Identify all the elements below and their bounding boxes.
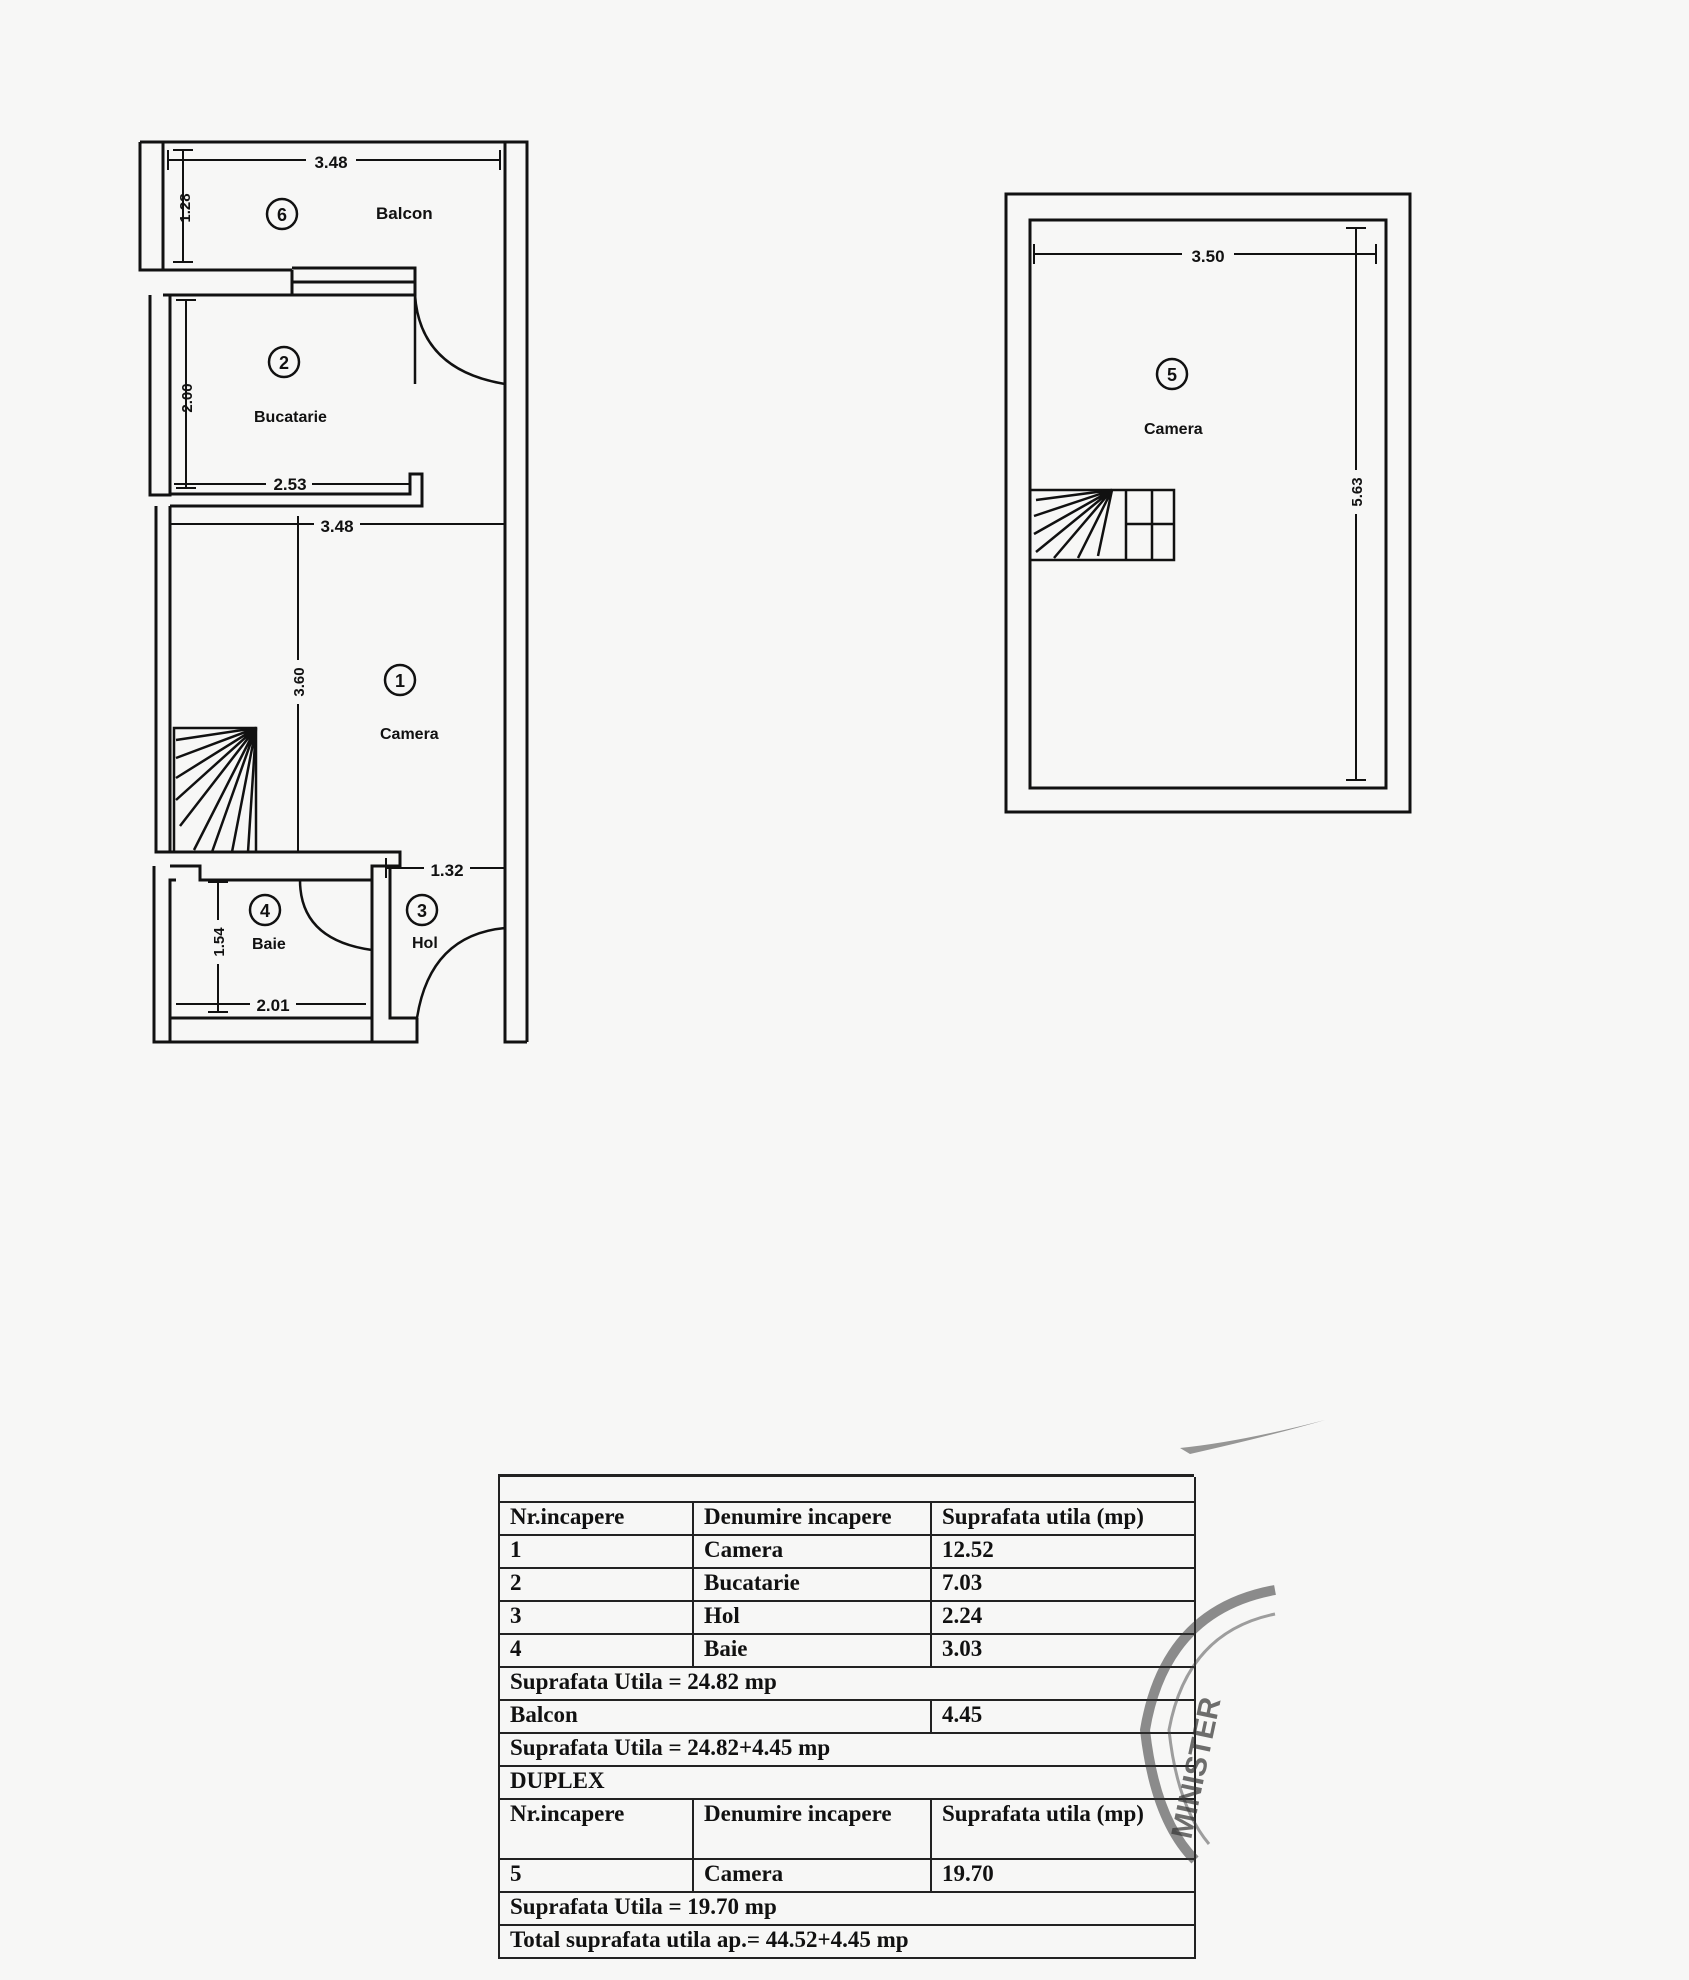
cell-nr: 2 bbox=[498, 1567, 694, 1602]
wall-bucatarie-camera bbox=[170, 472, 424, 508]
room-name-balcon: Balcon bbox=[376, 204, 433, 223]
dim-camera-width: 3.48 bbox=[320, 517, 353, 536]
stairs-ground bbox=[172, 726, 258, 854]
room-number-5: 5 bbox=[1167, 365, 1177, 385]
dim-hol-width: 1.32 bbox=[430, 861, 463, 880]
cell-nr: 3 bbox=[498, 1600, 694, 1635]
cell-denumire: Hol bbox=[692, 1600, 932, 1635]
table-duplex-label-row: DUPLEX bbox=[497, 1765, 1197, 1800]
duplex-room-labels: 5 Camera bbox=[1144, 357, 1203, 438]
room-number-6: 6 bbox=[277, 205, 287, 225]
table-spacer-row bbox=[497, 1477, 1197, 1503]
table-header-row: Nr.incapere Denumire incapere Suprafata … bbox=[498, 1501, 1197, 1536]
table-row: 1 Camera 12.52 bbox=[498, 1534, 1197, 1569]
dim-camera-depth: 3.60 bbox=[291, 667, 308, 696]
table-row: 2 Bucatarie 7.03 bbox=[498, 1567, 1197, 1602]
room-number-2: 2 bbox=[279, 353, 289, 373]
room-name-camera-duplex: Camera bbox=[1144, 421, 1203, 438]
dim-baie-width: 2.01 bbox=[256, 996, 289, 1015]
cell-suprafata: 12.52 bbox=[929, 1534, 1197, 1569]
grand-total: Total suprafata utila ap.= 44.52+4.45 mp bbox=[497, 1924, 1197, 1959]
header-denumire: Denumire incapere bbox=[692, 1798, 932, 1860]
ground-room-labels: 6 Balcon 2 Bucatarie 1 Camera 4 Baie 3 H… bbox=[248, 197, 439, 953]
balcon-label: Balcon bbox=[498, 1699, 932, 1734]
table-total-row: Suprafata Utila = 19.70 mp bbox=[497, 1891, 1197, 1926]
area-table: Nr.incapere Denumire incapere Suprafata … bbox=[497, 1474, 1197, 1959]
room-number-1: 1 bbox=[395, 671, 405, 691]
cell-denumire: Baie bbox=[692, 1633, 932, 1668]
table-total-row: Suprafata Utila = 24.82 mp bbox=[497, 1666, 1197, 1701]
ground-floor-plan bbox=[138, 140, 529, 1044]
ground-dimension-labels: 3.48 1.28 2.00 2.53 3.48 3.60 1.32 1.54 … bbox=[177, 150, 470, 1015]
dim-bucatarie-width: 2.53 bbox=[273, 475, 306, 494]
header-denumire: Denumire incapere bbox=[692, 1501, 932, 1536]
cell-suprafata: 3.03 bbox=[929, 1633, 1197, 1668]
table-row: 3 Hol 2.24 bbox=[498, 1600, 1197, 1635]
header-nr-incapere: Nr.incapere bbox=[498, 1798, 694, 1860]
wall-camera-baie bbox=[170, 850, 402, 882]
header-suprafata: Suprafata utila (mp) bbox=[929, 1501, 1197, 1536]
room-name-baie: Baie bbox=[252, 936, 286, 953]
duplex-dimensions bbox=[1033, 227, 1377, 781]
wall-bucatarie-left bbox=[148, 295, 172, 497]
cell-denumire: Camera bbox=[692, 1534, 932, 1569]
room-number-3: 3 bbox=[417, 901, 427, 921]
table-row: 4 Baie 3.03 bbox=[498, 1633, 1197, 1668]
wall-baie-bottom bbox=[154, 1016, 419, 1044]
ground-total-with-balcon: Suprafata Utila = 24.82+4.45 mp bbox=[497, 1732, 1197, 1767]
cell-nr: 4 bbox=[498, 1633, 694, 1668]
dim-baie-depth: 1.54 bbox=[211, 927, 228, 957]
table-grand-total-row: Total suprafata utila ap.= 44.52+4.45 mp bbox=[497, 1924, 1197, 1959]
official-stamp: MINISTER bbox=[1139, 1585, 1276, 1864]
duplex-floor-plan bbox=[1004, 192, 1412, 814]
header-nr-incapere: Nr.incapere bbox=[498, 1501, 694, 1536]
dim-bucatarie-depth: 2.00 bbox=[179, 383, 196, 412]
dim-balcon-depth: 1.28 bbox=[177, 193, 194, 222]
wall-baie-left bbox=[152, 866, 176, 1044]
balcon-value: 4.45 bbox=[929, 1699, 1197, 1734]
area-table-grid: Nr.incapere Denumire incapere Suprafata … bbox=[497, 1477, 1197, 1959]
duplex-label: DUPLEX bbox=[497, 1765, 1197, 1800]
table-row: 5 Camera 19.70 bbox=[498, 1858, 1197, 1893]
cell-nr: 5 bbox=[498, 1858, 694, 1893]
wall-balcon-bucatarie bbox=[163, 268, 294, 297]
room-number-4: 4 bbox=[260, 901, 270, 921]
cell-suprafata: 19.70 bbox=[929, 1858, 1197, 1893]
wall-baie-hol bbox=[370, 866, 417, 1020]
cell-nr: 1 bbox=[498, 1534, 694, 1569]
door-hol bbox=[415, 926, 506, 1019]
cell-suprafata: 7.03 bbox=[929, 1567, 1197, 1602]
door-bucatarie bbox=[413, 294, 506, 386]
room-name-camera: Camera bbox=[380, 726, 439, 743]
table-header-row: Nr.incapere Denumire incapere Suprafata … bbox=[498, 1798, 1197, 1860]
wall-outline bbox=[140, 140, 529, 1042]
wall-camera-left bbox=[154, 506, 172, 854]
door-baie bbox=[298, 879, 373, 952]
header-suprafata: Suprafata utila (mp) bbox=[929, 1798, 1197, 1860]
ground-dimensions bbox=[167, 149, 506, 1013]
dim-balcon-width: 3.48 bbox=[314, 153, 347, 172]
duplex-total: Suprafata Utila = 19.70 mp bbox=[497, 1891, 1197, 1926]
cell-suprafata: 2.24 bbox=[929, 1600, 1197, 1635]
table-total-row: Suprafata Utila = 24.82+4.45 mp bbox=[497, 1732, 1197, 1767]
duplex-dimension-labels: 3.50 5.63 bbox=[1182, 244, 1368, 514]
cell-denumire: Bucatarie bbox=[692, 1567, 932, 1602]
wall-left-upper bbox=[138, 142, 165, 272]
window-balcon bbox=[292, 266, 417, 297]
dim-duplex-depth: 5.63 bbox=[1349, 477, 1366, 506]
cell-denumire: Camera bbox=[692, 1858, 932, 1893]
ground-total: Suprafata Utila = 24.82 mp bbox=[497, 1666, 1197, 1701]
wall-right bbox=[503, 142, 527, 1044]
dim-duplex-width: 3.50 bbox=[1191, 247, 1224, 266]
room-name-hol: Hol bbox=[412, 935, 438, 952]
ink-smudge bbox=[1180, 1420, 1325, 1454]
table-balcon-row: Balcon 4.45 bbox=[498, 1699, 1197, 1734]
room-name-bucatarie: Bucatarie bbox=[254, 409, 327, 426]
